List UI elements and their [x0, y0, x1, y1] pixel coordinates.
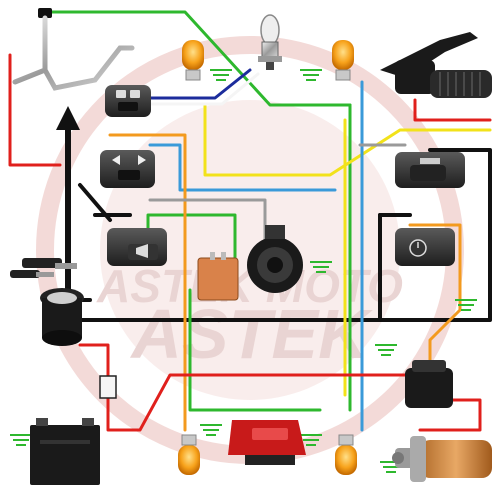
tail-light-icon: [228, 420, 306, 465]
horn-icon: [247, 225, 303, 293]
motor-icon: [392, 436, 492, 482]
wire-green-lower: [188, 288, 322, 412]
wire-orange-right: [408, 223, 462, 367]
wire-darkblue-light: [148, 68, 252, 100]
switch-icon: [107, 228, 167, 266]
wire-white-light: [148, 72, 260, 106]
indicator-bulb-icon: [332, 40, 354, 81]
ground-icon: [300, 69, 322, 81]
switch-icon: [395, 228, 455, 266]
wire-green-top: [43, 10, 352, 107]
indicator-bulb-icon: [182, 40, 204, 81]
switch-icon: [105, 85, 151, 117]
ground-icon: [10, 434, 32, 446]
ground-icon: [210, 69, 232, 81]
relay-icon: [197, 252, 239, 301]
wire-red-brake: [8, 53, 62, 167]
battery-icon: [30, 418, 100, 485]
ground-icon: [455, 299, 477, 311]
switch-icon: [395, 152, 465, 188]
wire-yellow-upper: [203, 103, 492, 177]
wire-blue-switch: [148, 143, 337, 192]
wire-red-battery: [78, 343, 110, 382]
watermark-brand-line2: ASTEK: [129, 295, 373, 373]
ground-icon: [375, 344, 397, 356]
relay-icon: [405, 360, 453, 408]
ground-icon: [300, 434, 322, 446]
ground-symbols: [10, 69, 477, 473]
wire-orange-left: [108, 133, 187, 432]
indicator-bulb-icon: [178, 434, 200, 475]
indicator-bulb-icon: [335, 434, 357, 475]
switch-icon: [100, 150, 155, 188]
throttle-icon: [380, 32, 492, 98]
key-switch-icon: [10, 258, 84, 346]
ground-icon: [310, 261, 332, 273]
bulb-icon: [258, 14, 282, 70]
wire-red-fuse: [106, 373, 432, 432]
brake-lever-icon: [6, 8, 135, 91]
fuse-icon: [99, 375, 117, 399]
wire-red-starter: [418, 398, 482, 432]
wire-red-throttle: [413, 98, 492, 122]
ground-icon: [200, 424, 222, 436]
wire-green-horn-sw: [146, 213, 237, 262]
